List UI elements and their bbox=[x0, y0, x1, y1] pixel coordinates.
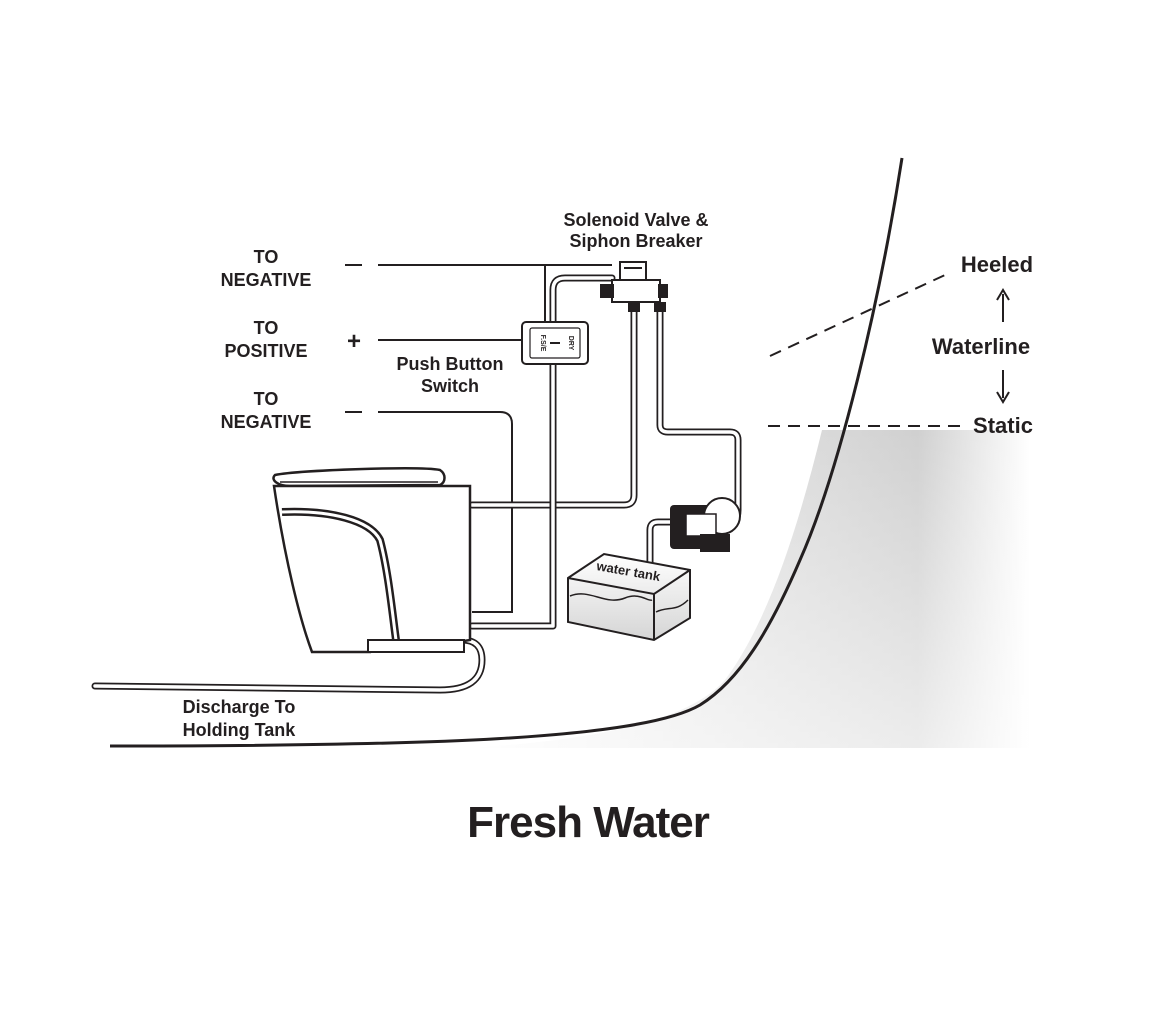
pump bbox=[670, 497, 741, 552]
to-positive-label-1: TO bbox=[254, 318, 279, 338]
push-button-switch: F.S/E DRY bbox=[521, 321, 589, 365]
wiring bbox=[345, 264, 612, 613]
hoses bbox=[91, 274, 742, 694]
to-positive-label-2: POSITIVE bbox=[224, 341, 307, 361]
plus-sign: + bbox=[347, 328, 361, 355]
switch-right-text: DRY bbox=[567, 336, 574, 351]
hull-outline bbox=[109, 157, 904, 748]
switch-left-text: F.S/E bbox=[539, 335, 546, 352]
solenoid-label-2: Siphon Breaker bbox=[569, 231, 702, 251]
water-area bbox=[470, 430, 1030, 748]
page-title: Fresh Water bbox=[467, 798, 710, 847]
discharge-label-1: Discharge To bbox=[183, 697, 296, 717]
water-tank: water tank bbox=[567, 552, 691, 642]
solenoid-label-1: Solenoid Valve & bbox=[563, 210, 708, 230]
toilet bbox=[272, 467, 472, 654]
waterline-label: Waterline bbox=[932, 334, 1030, 359]
push-button-label-1: Push Button bbox=[397, 354, 504, 374]
waterline-arrows bbox=[996, 288, 1010, 404]
solenoid-valve bbox=[600, 261, 668, 312]
heeled-label: Heeled bbox=[961, 252, 1033, 277]
to-negative-top-label-1: TO bbox=[254, 247, 279, 267]
to-negative-bottom-label-1: TO bbox=[254, 389, 279, 409]
to-negative-bottom-label-2: NEGATIVE bbox=[221, 412, 312, 432]
heeled-waterline bbox=[769, 274, 946, 357]
push-button-label-2: Switch bbox=[421, 376, 479, 396]
discharge-label-2: Holding Tank bbox=[183, 720, 297, 740]
static-label: Static bbox=[973, 413, 1033, 438]
to-negative-top-label-2: NEGATIVE bbox=[221, 270, 312, 290]
